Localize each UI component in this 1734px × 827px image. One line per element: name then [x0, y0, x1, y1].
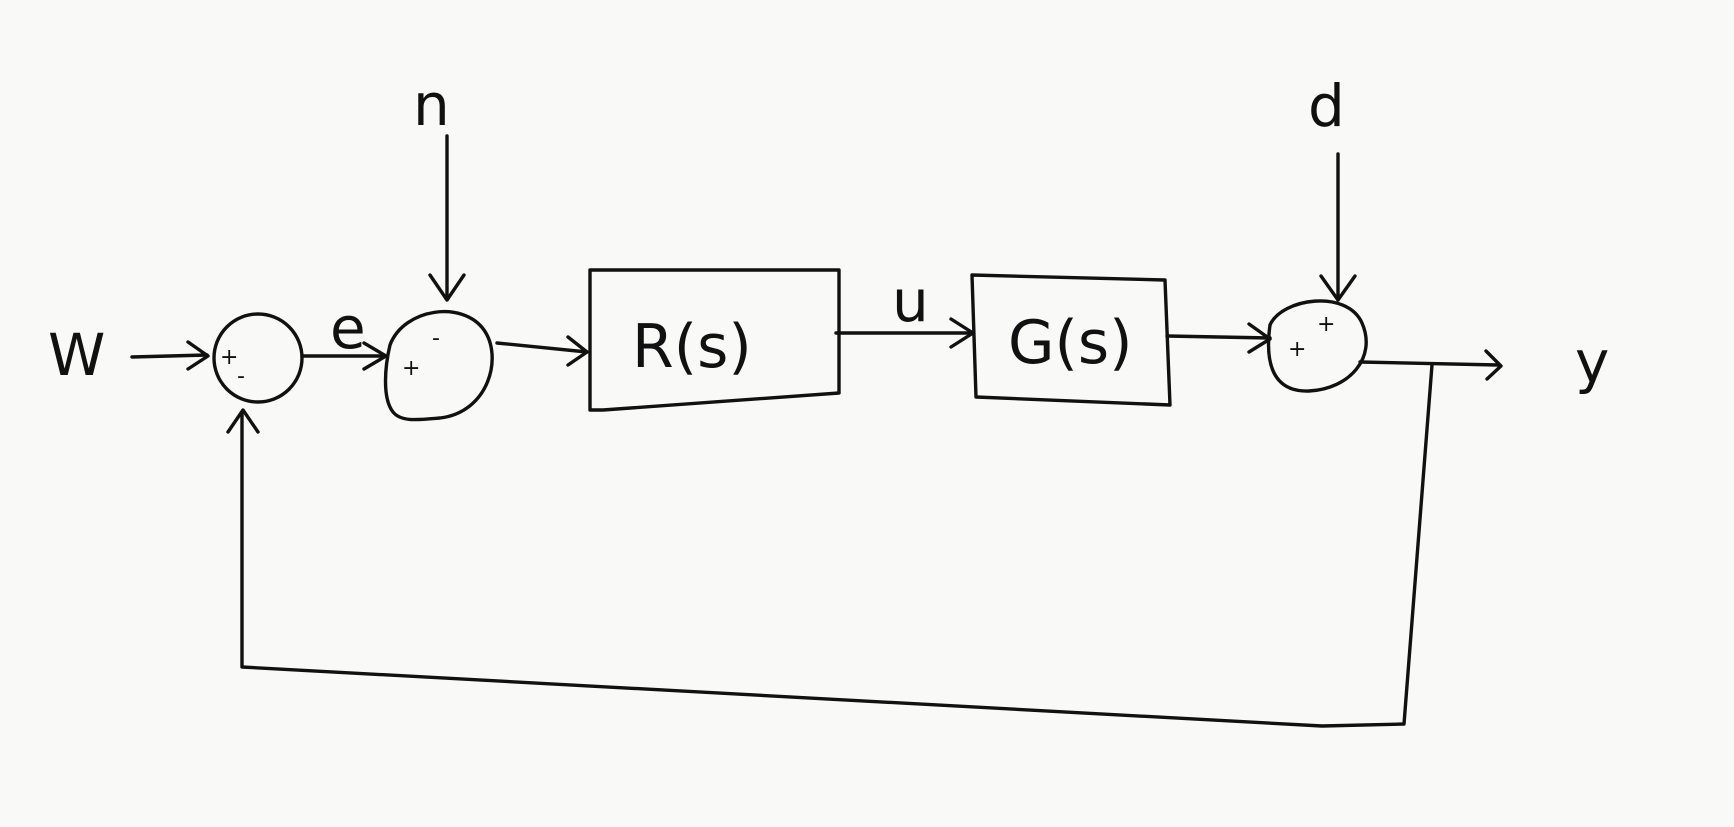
sum3-disturbance-plus-sign: +: [1317, 312, 1335, 337]
sum2-plus-sign: +: [402, 356, 420, 381]
plant-block: [970, 273, 1172, 407]
sum3-plus-sign: +: [1288, 337, 1306, 362]
summing-junction-2: [383, 309, 494, 422]
controller-block: [588, 268, 841, 412]
error-e-label: e: [330, 294, 366, 362]
disturbance-arrowhead: [1319, 274, 1357, 302]
sum2-minus-sign: -: [432, 326, 440, 351]
input-line: [130, 353, 209, 359]
controller-input-arrowhead: [566, 335, 589, 367]
feedback-arrowhead: [226, 408, 260, 434]
noise-arrowhead: [428, 273, 466, 302]
output-arrowhead: [1484, 349, 1503, 381]
summing-junction-3: [1266, 299, 1368, 393]
input-w-label: W: [48, 321, 105, 389]
feedback-line: [240, 363, 1434, 728]
controller-label: R(s): [632, 312, 752, 382]
plant-output-line: [1165, 334, 1272, 340]
controller-input-line: [495, 341, 589, 354]
input-arrowhead: [186, 340, 210, 371]
sum1-plus-sign: +: [220, 345, 238, 370]
plant-label: G(s): [1008, 308, 1133, 378]
sum1-minus-sign: -: [237, 364, 245, 389]
output-line: [1358, 360, 1500, 367]
summing-junction-1: [212, 312, 304, 404]
output-y-label: y: [1575, 328, 1609, 396]
noise-n-label: n: [413, 71, 450, 139]
error-arrowhead: [362, 341, 388, 371]
control-u-label: u: [892, 267, 929, 335]
disturbance-d-label: d: [1308, 72, 1345, 140]
